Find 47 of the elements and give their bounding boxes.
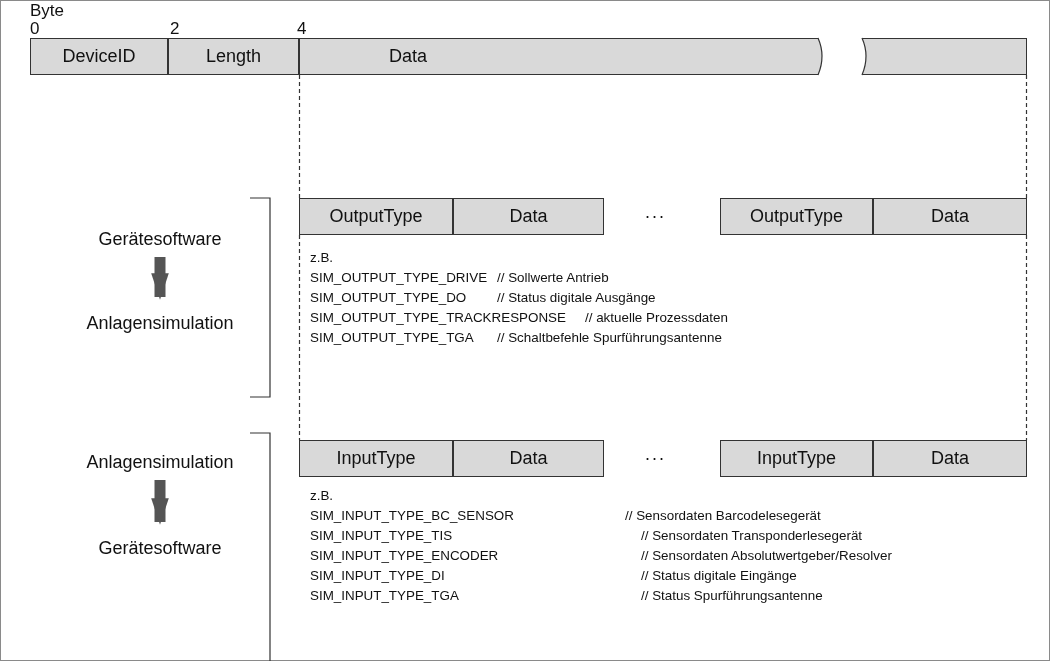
comment-text: // Status digitale Eingänge [641, 568, 797, 584]
constant-name: SIM_OUTPUT_TYPE_DRIVE [310, 270, 488, 286]
field-box: InputType [720, 440, 873, 477]
comment-text: // Sensordaten Barcodelesegerät [625, 508, 821, 524]
direction-text: Gerätesoftware [98, 229, 222, 253]
comment-text: // Status digitale Ausgänge [497, 290, 656, 306]
field-box: OutputType [299, 198, 453, 235]
byte-offset: 2 [170, 21, 180, 37]
constant-name: SIM_INPUT_TYPE_ENCODER [310, 548, 499, 564]
direction-text: Anlagensimulation [86, 313, 234, 337]
byte-offset: 4 [297, 21, 307, 37]
field-box: Data [453, 440, 604, 477]
comment-text: // Schaltbefehle Spurführungsantenne [497, 330, 722, 346]
constant-name: SIM_OUTPUT_TYPE_DO [310, 290, 467, 306]
note-text: z.B. [310, 250, 334, 266]
ellipsis: ... [645, 204, 666, 220]
constant-name: SIM_OUTPUT_TYPE_TRACKRESPONSE [310, 310, 566, 326]
constant-name: SIM_INPUT_TYPE_TIS [310, 528, 453, 544]
dashed-line [298, 234, 301, 441]
down-arrow [151, 480, 169, 524]
field-box: Length [168, 38, 299, 75]
direction-text: Gerätesoftware [98, 538, 222, 562]
field-box: Data [873, 440, 1027, 477]
down-arrow [151, 257, 169, 299]
direction-text: Anlagensimulation [86, 452, 234, 476]
dashed-line [1025, 74, 1028, 199]
ellipsis: ... [645, 446, 666, 462]
comment-text: // Sensordaten Transponderlesegerät [641, 528, 863, 544]
note-text: z.B. [310, 488, 334, 504]
constant-name: SIM_INPUT_TYPE_BC_SENSOR [310, 508, 514, 524]
comment-text: // Status Spurführungsantenne [641, 588, 823, 604]
field-box: InputType [299, 440, 453, 477]
dashed-line [298, 74, 301, 199]
field-box: Data [453, 198, 604, 235]
comment-text: // Sollwerte Antrieb [497, 270, 609, 286]
comment-text: // aktuelle Prozessdaten [585, 310, 728, 326]
field-box: DeviceID [30, 38, 168, 75]
field-box: Data [299, 38, 1027, 75]
byte-offset: 0 [30, 21, 40, 37]
constant-name: SIM_OUTPUT_TYPE_TGA [310, 330, 474, 346]
heading-text: Byte [30, 3, 65, 19]
field-box: OutputType [720, 198, 873, 235]
dashed-line [1025, 234, 1028, 441]
constant-name: SIM_INPUT_TYPE_TGA [310, 588, 459, 604]
comment-text: // Sensordaten Absolutwertgeber/Resolver [641, 548, 892, 564]
constant-name: SIM_INPUT_TYPE_DI [310, 568, 445, 584]
field-box: Data [873, 198, 1027, 235]
